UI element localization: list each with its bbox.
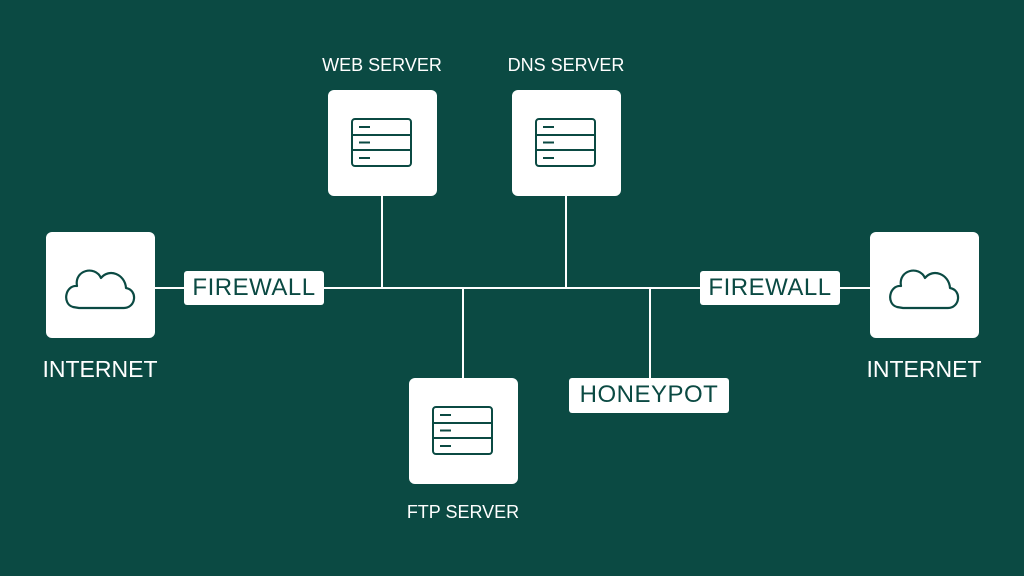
- firewall-right-tag: FIREWALL: [700, 271, 840, 305]
- server-icon: [432, 406, 493, 455]
- ftp-server-label: FTP SERVER: [406, 502, 520, 522]
- firewall-left-tag: FIREWALL: [184, 271, 324, 305]
- internet-left-node: [46, 232, 155, 338]
- cloud-icon: [65, 269, 136, 310]
- cloud-icon: [889, 269, 960, 310]
- honeypot-tag: HONEYPOT: [569, 378, 729, 413]
- dns-server-node: [512, 90, 621, 196]
- web-server-label: WEB SERVER: [322, 55, 442, 75]
- internet-left-label: INTERNET: [42, 356, 158, 382]
- server-icon: [535, 118, 596, 167]
- ftp-server-node: [409, 378, 518, 484]
- dns-server-label: DNS SERVER: [507, 55, 625, 75]
- internet-right-label: INTERNET: [866, 356, 982, 382]
- server-icon: [351, 118, 412, 167]
- web-server-node: [328, 90, 437, 196]
- firewall-right-label: FIREWALL: [708, 274, 832, 301]
- firewall-left-label: FIREWALL: [192, 274, 316, 301]
- honeypot-label: HONEYPOT: [579, 381, 719, 408]
- internet-right-node: [870, 232, 979, 338]
